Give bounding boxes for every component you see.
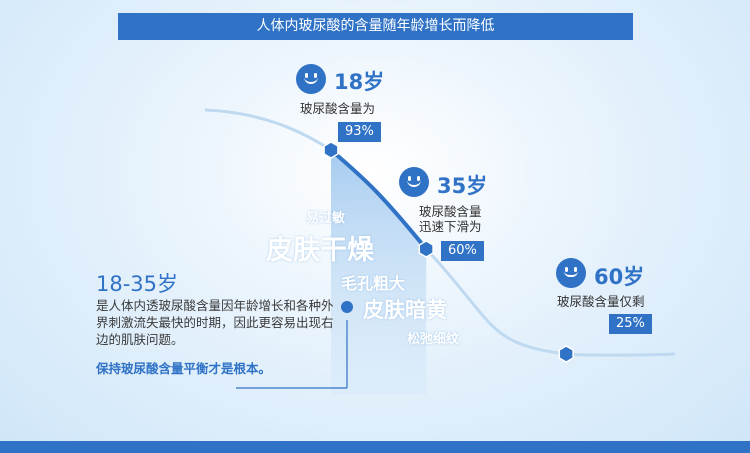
chart-title: 人体内玻尿酸的含量随年龄增长而降低: [118, 13, 633, 40]
annotation-wrinkles: 松弛细纹: [407, 332, 460, 347]
annotation-pores: 毛孔粗大: [341, 274, 406, 293]
point-age-label: 35岁: [437, 174, 488, 198]
data-point-marker: [418, 240, 434, 258]
point-value-badge: 25%: [609, 314, 652, 334]
annotation-allergy: 易过敏: [306, 211, 346, 226]
point-description: 迅速下滑为: [419, 219, 482, 234]
range-emphasis: 保持玻尿酸含量平衡才是根本。: [96, 361, 272, 376]
point-description: 玻尿酸含量为: [300, 101, 376, 116]
data-point-marker: [323, 141, 339, 159]
connector-dot: [341, 301, 353, 313]
point-value-badge: 93%: [338, 122, 381, 142]
point-age-label: 60岁: [594, 265, 645, 289]
data-point-marker: [558, 345, 574, 363]
annotation-dull-skin: 皮肤暗黄: [363, 298, 447, 322]
annotation-dry-skin: 皮肤干燥: [266, 235, 374, 266]
steep-drop-line: [329, 148, 428, 251]
point-description: 玻尿酸含量: [419, 204, 482, 219]
range-title: 18-35岁: [96, 272, 179, 296]
neutral-face-icon: [556, 258, 586, 288]
point-value-badge: 60%: [441, 241, 484, 261]
range-description: 是人体内透玻尿酸含量因年龄增长和各种外界刺激流失最快的时期，因此更容易出现右边的…: [96, 298, 334, 347]
smile-icon: [399, 167, 429, 197]
point-description: 玻尿酸含量仅剩: [557, 294, 645, 309]
bottom-bar: [0, 441, 750, 453]
point-age-label: 18岁: [334, 70, 385, 94]
smile-icon: [296, 64, 326, 94]
shaded-range-area: [331, 150, 427, 395]
